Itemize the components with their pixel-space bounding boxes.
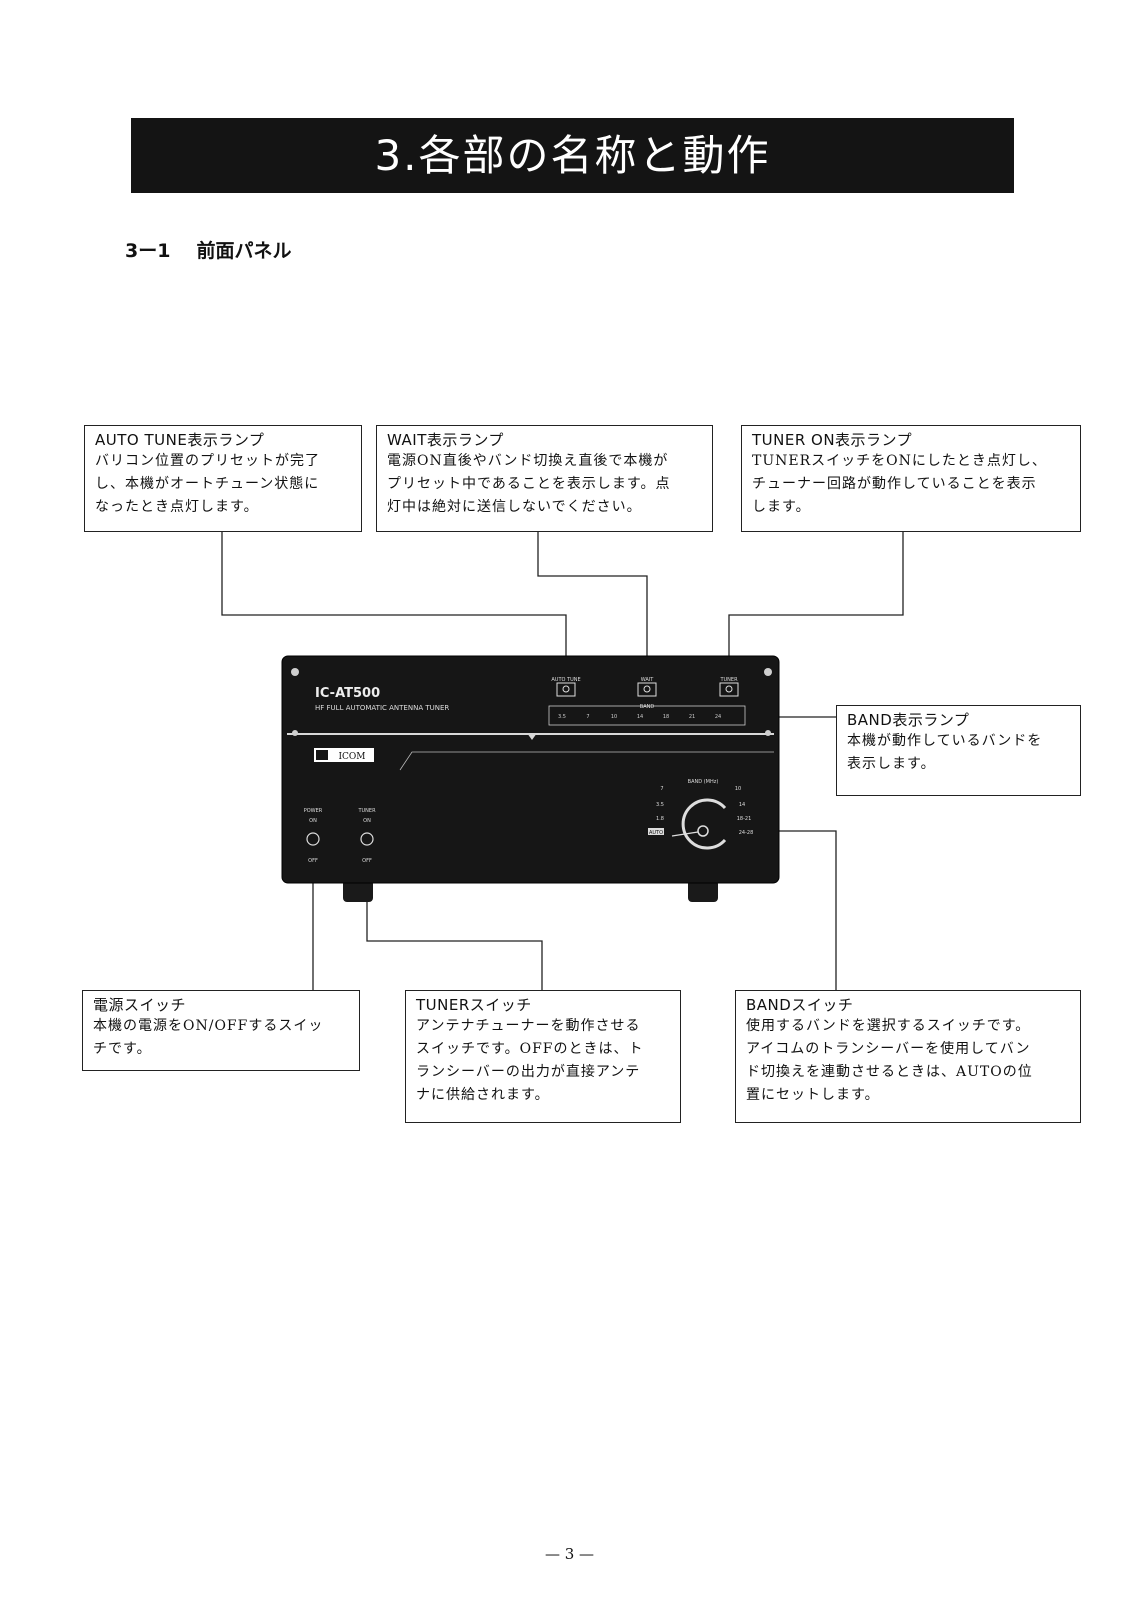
callout-text: 本機の電源をON/OFFするスイッ チです。 — [93, 1018, 324, 1057]
power-off-label: OFF — [308, 858, 318, 864]
brand-logo: ICOM — [338, 752, 365, 762]
device-model: IC-AT500 — [315, 686, 380, 701]
lamp-label-tuner: TUNER — [719, 677, 738, 683]
page-title: 3.各部の名称と動作 — [374, 131, 771, 180]
band-lamp-value: 10 — [611, 714, 617, 720]
band-knob-title: BAND (MHz) — [688, 779, 719, 785]
tuner-off-label: OFF — [362, 858, 372, 864]
callout-tuner-switch: TUNERスイッチ アンテナチューナーを動作させる スイッチです。OFFのときは… — [405, 990, 681, 1123]
page-title-banner: 3.各部の名称と動作 — [131, 118, 1014, 193]
band-knob-value: 10 — [735, 786, 741, 792]
callout-text: バリコン位置のプリセットが完了 し、本機がオートチューン状態に なったとき点灯し… — [95, 453, 320, 515]
callout-title: AUTO TUNE表示ランプ — [95, 431, 265, 449]
device-subtitle: HF FULL AUTOMATIC ANTENNA TUNER — [315, 704, 449, 712]
leader-wait — [537, 532, 648, 687]
section-title: 前面パネル — [196, 240, 292, 262]
callout-title: WAIT表示ランプ — [387, 431, 504, 449]
power-on-label: ON — [309, 818, 317, 824]
band-knob-value: 18-21 — [737, 816, 752, 822]
band-lamp-title: BAND — [640, 704, 655, 710]
band-lamp-value: 24 — [715, 714, 721, 720]
callout-wait-lamp: WAIT表示ランプ 電源ON直後やバンド切換え直後で本機が プリセット中であるこ… — [376, 425, 713, 532]
band-knob-arc — [681, 798, 727, 850]
callout-band-switch: BANDスイッチ 使用するバンドを選択するスイッチです。 アイコムのトランシーバ… — [735, 990, 1081, 1123]
band-switch-knob[interactable] — [697, 825, 709, 837]
callout-title: BANDスイッチ — [746, 996, 854, 1014]
band-lamp-value: 14 — [637, 714, 643, 720]
band-knob-value: 7 — [660, 786, 663, 792]
callout-auto-tune-lamp: AUTO TUNE表示ランプ バリコン位置のプリセットが完了 し、本機がオートチ… — [84, 425, 362, 532]
callout-text: 電源ON直後やバンド切換え直後で本機が プリセット中であることを表示します。点 … — [387, 453, 671, 515]
band-knob-value: 14 — [739, 802, 745, 808]
lamp-label-wait: WAIT — [641, 677, 655, 683]
leader-tuner-on — [728, 532, 904, 687]
band-knob-value: 1.8 — [656, 816, 664, 822]
callout-title: TUNER ON表示ランプ — [752, 431, 913, 449]
callout-title: TUNERスイッチ — [416, 996, 532, 1014]
callout-text: アンテナチューナーを動作させる スイッチです。OFFのときは、ト ランシーバーの… — [416, 1018, 644, 1103]
band-lamp-value: 21 — [689, 714, 695, 720]
callout-title: 電源スイッチ — [93, 996, 187, 1014]
band-lamp-value: 18 — [663, 714, 669, 720]
callout-tuner-on-lamp: TUNER ON表示ランプ TUNERスイッチをONにしたとき点灯し、 チューナ… — [741, 425, 1081, 532]
band-knob-value: 24-28 — [739, 830, 754, 836]
callout-text: 本機が動作しているバンドを 表示します。 — [847, 733, 1043, 772]
lamp-label-auto-tune: AUTO TUNE — [551, 677, 580, 683]
power-label: POWER — [304, 808, 323, 814]
page-number: — 3 — — [544, 1545, 595, 1563]
section-number: 3ー1 — [125, 240, 171, 262]
callout-power-switch: 電源スイッチ 本機の電源をON/OFFするスイッ チです。 — [82, 990, 360, 1071]
band-auto-label: AUTO — [649, 830, 663, 836]
callout-text: TUNERスイッチをONにしたとき点灯し、 チューナー回路が動作していることを表… — [752, 453, 1047, 515]
band-lamp-value: 7 — [586, 714, 589, 720]
leader-auto-tune — [221, 532, 567, 687]
callout-title: BAND表示ランプ — [847, 711, 970, 729]
tuner-switch[interactable] — [360, 832, 374, 846]
band-knob-value: 3.5 — [656, 802, 664, 808]
band-lamp-value: 3.5 — [558, 714, 566, 720]
tuner-on-label: ON — [363, 818, 371, 824]
callout-band-lamp: BAND表示ランプ 本機が動作しているバンドを 表示します。 — [836, 705, 1081, 796]
power-switch[interactable] — [306, 832, 320, 846]
tuner-switch-label: TUNER — [357, 808, 376, 814]
callout-text: 使用するバンドを選択するスイッチです。 アイコムのトランシーバーを使用してバン … — [746, 1018, 1033, 1103]
section-heading: 3ー1 前面パネル — [125, 236, 291, 263]
